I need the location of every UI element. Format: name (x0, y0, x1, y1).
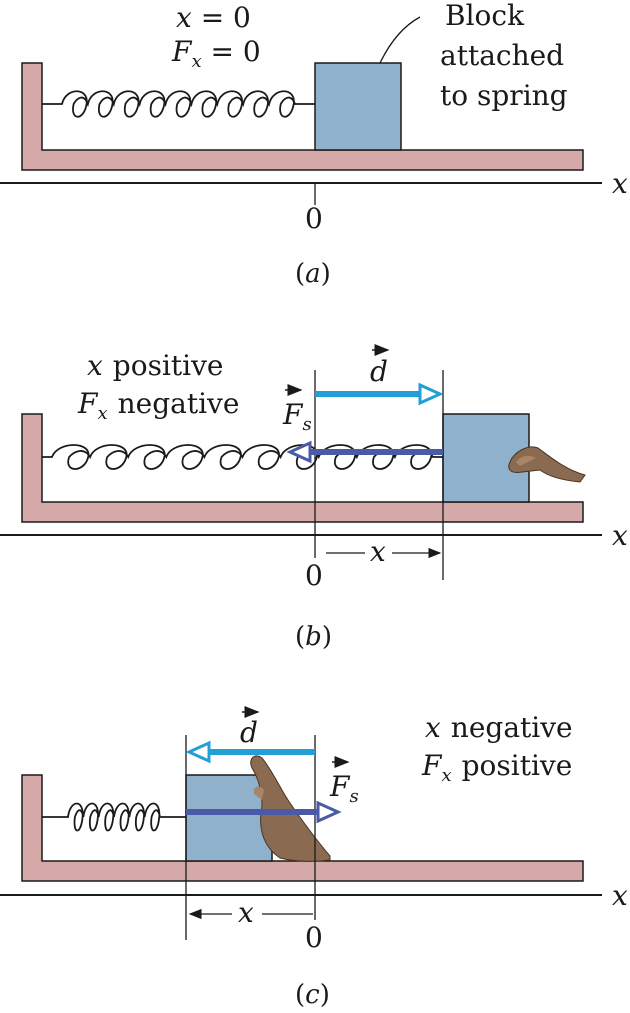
hand-b (508, 446, 586, 483)
hand-c (250, 755, 331, 862)
wall-floor-b (21, 413, 584, 523)
svg-text:Fs: Fs (329, 770, 359, 807)
axis-label-a: x (612, 167, 628, 200)
wall-floor-c (21, 774, 584, 882)
origin-label-c: 0 (305, 921, 323, 954)
callout-block-label: Block (445, 0, 525, 32)
block-a (314, 62, 402, 151)
origin-label-a: 0 (305, 202, 323, 235)
wall-floor-a (21, 62, 584, 171)
svg-text:Fs: Fs (282, 398, 312, 435)
callout-attached-label: attached (440, 39, 564, 72)
callout-to-spring-label: to spring (440, 79, 568, 112)
svg-text:d: d (370, 355, 388, 388)
disp-label-c: x (238, 896, 254, 929)
caption-a: (a) (295, 259, 331, 289)
axis-label-c: x (612, 879, 628, 912)
axis-label-b: x (612, 519, 628, 552)
svg-text:d: d (240, 716, 258, 749)
displacement-arrowhead-c (185, 740, 211, 764)
d-vector-label-b: d (370, 344, 390, 388)
spring-c (42, 802, 186, 832)
origin-label-b: 0 (305, 559, 323, 592)
fx-equals-zero-label: Fx = 0 (171, 35, 261, 72)
x-equals-zero-label: x = 0 (176, 1, 251, 34)
fs-vector-label-c: Fs (329, 756, 359, 807)
fs-vector-label-b: Fs (282, 384, 312, 435)
callout-leader-line (379, 16, 421, 64)
panel-a: x 0 x = 0 Fx = 0 Block attached to sprin… (0, 0, 628, 289)
caption-c: (c) (295, 980, 330, 1010)
disp-label-b: x (370, 535, 386, 568)
d-vector-label-c: d (240, 706, 260, 749)
displacement-arrowhead-b (418, 382, 444, 406)
caption-b: (b) (295, 622, 332, 652)
spring-force-arrowhead-b (286, 440, 312, 464)
spring-b (42, 444, 443, 470)
spring-force-arrowhead-c (316, 800, 342, 824)
spring-a (42, 90, 315, 118)
